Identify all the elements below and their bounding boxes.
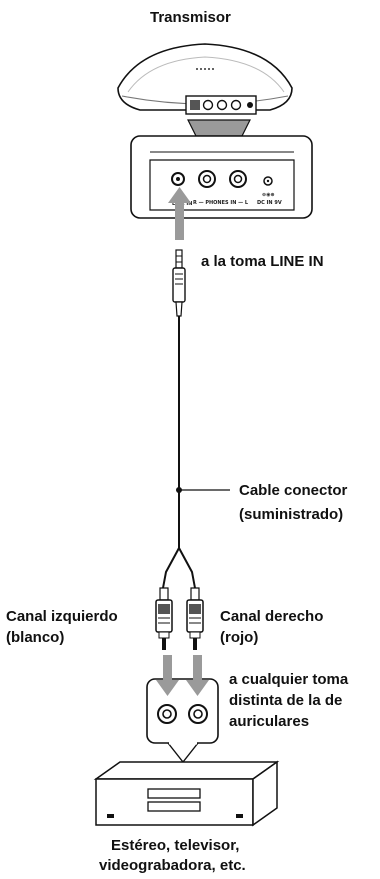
panel-callout: ⊖◉⊕ LINE IN R — PHONES IN — L DC IN 9V <box>130 119 313 219</box>
stereo-device-icon <box>93 760 280 827</box>
down-arrow-right-icon <box>186 655 209 696</box>
rca-plug-right-icon <box>186 587 204 650</box>
down-arrow-left-icon <box>156 655 179 696</box>
source-label-line2: videograbadora, etc. <box>99 857 246 874</box>
cable-label-line2: (suministrado) <box>239 506 344 523</box>
output-jack-label-line3: auriculares <box>229 713 310 730</box>
dc-polarity-icon: ⊖◉⊕ <box>262 192 275 198</box>
right-channel-label-line1: Canal derecho <box>220 608 324 625</box>
rca-plug-left-icon <box>155 587 173 650</box>
connecting-cable <box>162 316 196 589</box>
transmitter-label: Transmisor <box>150 9 231 26</box>
source-label-line1: Estéreo, televisor, <box>111 837 240 854</box>
panel-phones-text: R — PHONES IN — L <box>193 200 249 206</box>
output-jack-callout <box>146 678 219 764</box>
up-arrow-icon <box>168 187 191 240</box>
speaker-grille-icon <box>196 68 214 70</box>
panel-dc-in-text: DC IN 9V <box>257 200 282 206</box>
mini-plug-icon <box>172 249 186 317</box>
right-channel-label-line2: (rojo) <box>220 629 259 646</box>
transmitter-device <box>117 43 293 115</box>
cable-label-line1: Cable conector <box>239 482 348 499</box>
left-channel-label-line2: (blanco) <box>6 629 65 646</box>
left-channel-label-line1: Canal izquierdo <box>6 608 118 625</box>
output-jack-label-line2: distinta de la de <box>229 692 343 709</box>
output-jack-label-line1: a cualquier toma <box>229 671 349 688</box>
line-in-jack-label: a la toma LINE IN <box>201 253 324 270</box>
